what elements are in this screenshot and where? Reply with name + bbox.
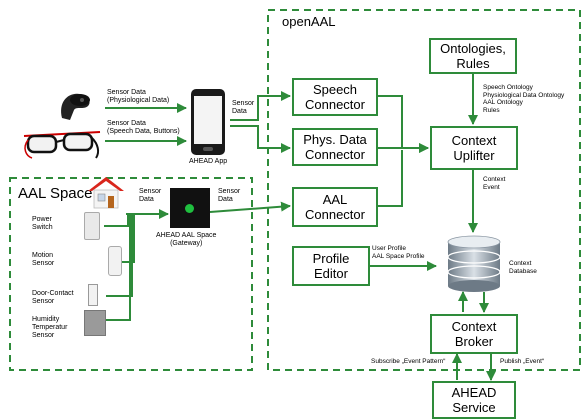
database-icon xyxy=(447,235,501,292)
aal-connector-box[interactable]: AAL Connector xyxy=(292,187,378,227)
openaal-region-border xyxy=(267,9,581,371)
space-sensor-data-left-label: Sensor Data xyxy=(139,188,162,203)
power-switch-icon xyxy=(84,212,100,240)
arrow-speech-to-uplifter xyxy=(377,95,429,153)
context-event-label: Context Event xyxy=(483,176,506,191)
subscribe-label: Subscribe „Event Pattern“ xyxy=(371,358,446,365)
ahead-app-label: AHEAD App xyxy=(189,158,228,165)
sensor-data-speech-label: Sensor Data (Speech Data, Buttons) xyxy=(107,120,180,135)
context-database-label: Context Database xyxy=(509,260,537,275)
line-motion-to-bus xyxy=(118,214,135,263)
user-profile-label: User Profile AAL Space Profile xyxy=(372,245,425,260)
context-broker-box[interactable]: Context Broker xyxy=(430,314,518,354)
motion-sensor-label: Motion Sensor xyxy=(32,252,55,267)
sensor-data-physiological-label: Sensor Data (Physiological Data) xyxy=(107,89,170,104)
smartphone-icon xyxy=(191,89,225,155)
door-contact-icon xyxy=(88,284,98,306)
phone-sensor-data-label: Sensor Data xyxy=(232,100,255,115)
context-uplifter-box[interactable]: Context Uplifter xyxy=(430,126,518,170)
bluetooth-headset-icon xyxy=(61,93,90,120)
humidity-temperature-label: Humidity Temperatur Sensor xyxy=(32,316,68,339)
gateway-label: AHEAD AAL Space (Gateway) xyxy=(156,232,217,247)
openaal-title: openAAL xyxy=(282,14,336,29)
speech-connector-box[interactable]: Speech Connector xyxy=(292,78,378,116)
line-door-to-bus xyxy=(106,214,133,297)
ontology-list-label: Speech Ontology Physiological Data Ontol… xyxy=(483,84,565,114)
power-switch-label: Power Switch xyxy=(32,216,53,231)
ahead-service-box[interactable]: AHEAD Service xyxy=(432,381,516,419)
profile-editor-box[interactable]: Profile Editor xyxy=(292,246,370,286)
door-contact-label: Door-Contact Sensor xyxy=(32,290,74,305)
aal-space-region-border xyxy=(9,177,253,371)
humidity-sensor-icon xyxy=(84,310,106,336)
publish-label: Publish „Event“ xyxy=(500,358,545,365)
arrow-gateway-to-aal xyxy=(209,201,291,213)
gateway-device xyxy=(170,188,210,228)
sensor-glasses-icon xyxy=(23,131,101,159)
motion-sensor-icon xyxy=(108,246,122,276)
line-power-to-bus xyxy=(104,214,129,227)
aal-space-title: AAL Space xyxy=(18,185,93,202)
ontologies-rules-box[interactable]: Ontologies, Rules xyxy=(429,38,517,74)
arrow-app-to-speech xyxy=(230,91,291,121)
gateway-led-icon xyxy=(185,204,194,213)
arrow-aal-to-uplifter xyxy=(377,150,403,207)
line-humidity-to-bus xyxy=(104,214,131,321)
house-icon xyxy=(88,177,124,209)
phys-data-connector-box[interactable]: Phys. Data Connector xyxy=(292,128,378,166)
arrow-app-to-phys xyxy=(230,125,291,153)
space-sensor-data-right-label: Sensor Data xyxy=(218,188,241,203)
